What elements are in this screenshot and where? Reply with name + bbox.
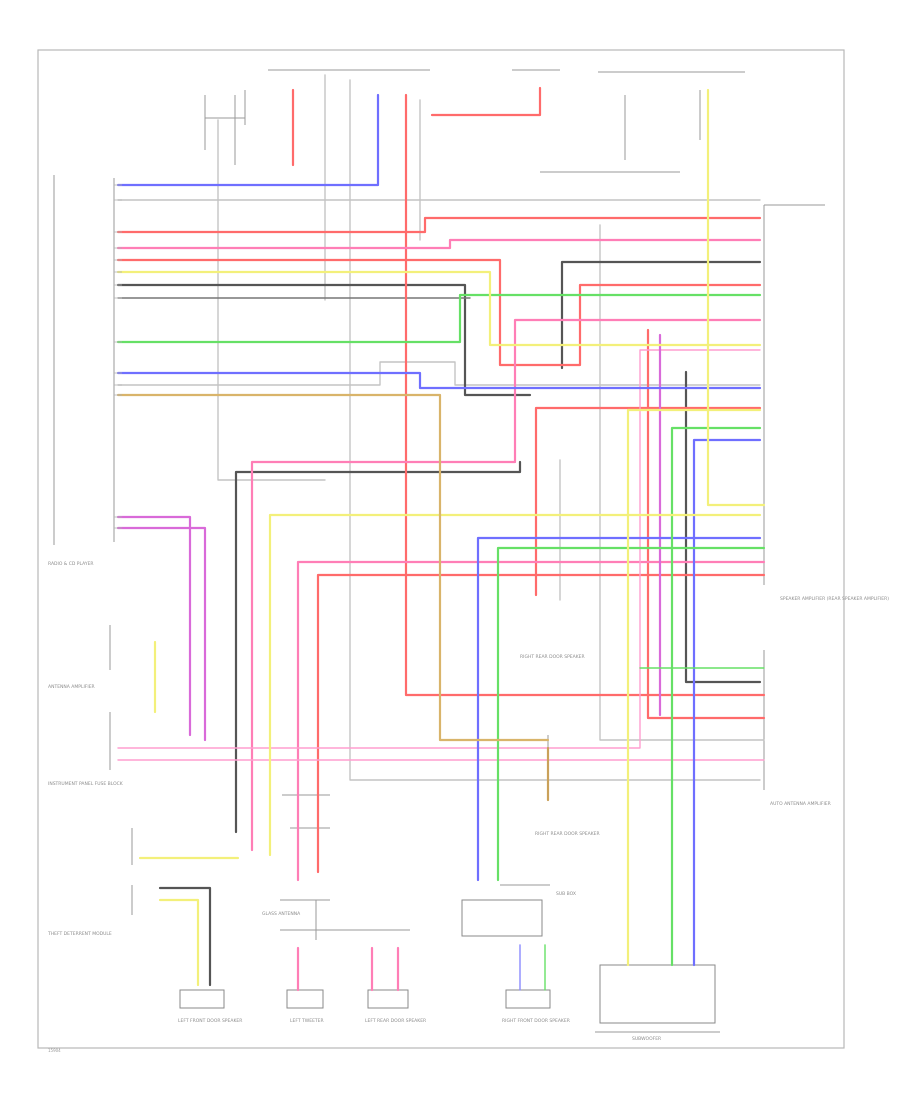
glass-antenna-connector: GLASS ANTENNA — [262, 794, 410, 940]
left-front-door-speaker: LEFT FRONT DOOR SPEAKER — [178, 989, 242, 1024]
left-rear-door-speaker: LEFT REAR DOOR SPEAKER — [365, 989, 426, 1024]
footer-code: 15904 — [48, 1048, 61, 1053]
subwoofer: SUBWOOFER — [595, 964, 720, 1042]
left-tweeter: LEFT TWEETER — [286, 989, 324, 1024]
tan-wires — [116, 393, 550, 802]
instrument-panel-label: INSTRUMENT PANEL FUSE BLOCK — [48, 781, 124, 787]
blue-wires — [116, 93, 762, 991]
auto-amp-label: AUTO ANTENNA AMPLIFIER — [770, 801, 831, 807]
right-front-door-speaker: RIGHT FRONT DOOR SPEAKER — [502, 989, 570, 1024]
theft-module-label: THEFT DETERRENT MODULE — [47, 931, 112, 937]
yellow-wires — [116, 88, 766, 987]
audio-unit-connector: RADIO & CD PLAYER — [48, 175, 115, 567]
right-front-speaker-label: RIGHT FRONT DOOR SPEAKER — [502, 1018, 570, 1024]
audio-unit-label: RADIO & CD PLAYER — [48, 561, 94, 567]
instrument-panel-connector: INSTRUMENT PANEL FUSE BLOCK — [48, 712, 124, 787]
theft-module-connector: THEFT DETERRENT MODULE — [47, 828, 133, 937]
glass-antenna-label: GLASS ANTENNA — [262, 911, 301, 917]
speaker-amp-connector: SPEAKER AMPLIFIER (REAR SPEAKER AMPLIFIE… — [763, 204, 889, 602]
auto-amp-connector: AUTO ANTENNA AMPLIFIER — [763, 650, 831, 807]
theft-sensor-label: RIGHT REAR DOOR SPEAKER — [535, 831, 600, 837]
grey-wires — [117, 74, 765, 781]
green-wires — [116, 293, 766, 991]
red-wires — [116, 86, 766, 874]
diagram-frame — [37, 49, 845, 1049]
speaker-amp-label: SPEAKER AMPLIFIER (REAR SPEAKER AMPLIFIE… — [780, 596, 889, 602]
antenna-amp-label: ANTENNA AMPLIFIER — [48, 684, 95, 690]
antenna-amp-connector: ANTENNA AMPLIFIER — [48, 625, 111, 690]
dark-wires — [116, 260, 762, 987]
left-tweeter-label: LEFT TWEETER — [290, 1018, 324, 1024]
sub-box-connector: SUB BOX — [461, 884, 576, 937]
left-front-speaker-label: LEFT FRONT DOOR SPEAKER — [178, 1018, 242, 1024]
right-rear-speaker-label: RIGHT REAR DOOR SPEAKER — [520, 654, 585, 660]
subwoofer-label: SUBWOOFER — [632, 1036, 661, 1042]
magenta-wires — [116, 333, 662, 742]
theft-sensor-connector: RIGHT REAR DOOR SPEAKER RIGHT REAR DOOR … — [520, 654, 600, 837]
fuse-block-top — [204, 69, 745, 173]
audio-unit-pins — [114, 184, 122, 529]
sub-box-label: SUB BOX — [556, 891, 576, 897]
left-rear-speaker-label: LEFT REAR DOOR SPEAKER — [365, 1018, 426, 1024]
